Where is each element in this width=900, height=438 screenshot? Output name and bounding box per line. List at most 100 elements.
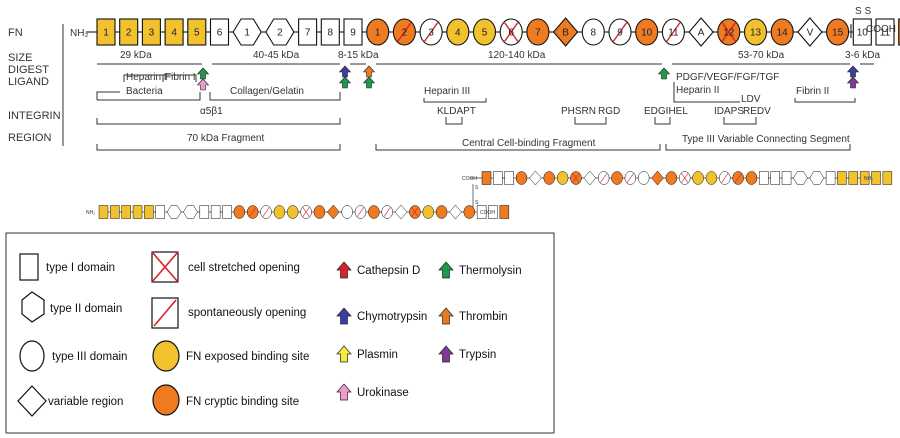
domain-label-5: 6 [217,28,223,39]
enzyme-arrow-icon [336,307,352,325]
enzyme-legend-label-6: Trypsin [459,349,496,361]
domain-label-11: 1 [375,28,381,39]
enzyme-legend-item-1: Chymotrypsin [336,307,427,325]
domain-18: B [552,17,579,47]
dimer-domain-26 [435,205,448,219]
ligand-heparin-iii: Heparin III [424,86,470,97]
domain-label-4: 5 [194,28,200,39]
domain-7: 2 [265,18,295,46]
legend-box [5,232,555,434]
domain-label-27: V [807,28,814,39]
dimer-domain-24 [409,205,421,219]
size-53-70kda: 53-70 kDa [738,50,785,61]
dimer-domain-23 [583,170,597,186]
domain-13: 3 [419,18,443,46]
domain-label-23: A [698,28,705,39]
domain-label-25: 13 [750,28,762,39]
ligand-growth-factors: PDGF/VEGF/FGF/TGF [676,72,779,83]
dimer-domain-9 [770,171,780,185]
dimer-domain-7 [793,171,808,185]
legend-variable-icon [17,385,47,417]
ligand-collagen-gelatin: Collagen/Gelatin [230,86,304,97]
legend-variable-label: variable region [48,396,123,408]
size-3-6kda: 3-6 kDa [845,50,880,61]
dimer-bottom-cooh: COOH [480,210,495,216]
dimer-domain-21 [368,205,380,219]
digest-arrow-trypsin [846,76,860,89]
domain-label-8: 7 [305,28,311,39]
dimer-domain-18 [651,170,664,186]
domain-28: 15 [826,18,850,46]
domain-label-10: 9 [350,28,356,39]
dimer-domain-4 [144,205,154,219]
enzyme-legend-label-0: Cathepsin D [357,265,420,277]
size-29kda: 29 kDa [120,50,152,61]
domain-25: 13 [743,18,768,46]
dimer-domain-25 [556,171,569,185]
enzyme-legend-label-3: Urokinase [357,387,409,399]
integrin-rgd: RGD [598,106,620,117]
digest-arrow-thermolysin-2 [338,76,352,89]
ligand-heparin-i: Heparin I [126,72,167,83]
domain-16: 6 [499,18,523,46]
domain-4: 5 [187,18,207,46]
ligand-brackets [96,74,856,103]
size-40-45kda: 40-45 kDa [253,50,300,61]
integrin-idaps: IDAPS [714,106,744,117]
ligand-heparin-ii: Heparin II [676,85,719,96]
dimer-domain-29 [476,205,487,219]
dimer-domain-14 [705,171,718,185]
legend-type-i-icon [19,253,39,281]
digest-arrow-chymotrypsin-1 [338,65,352,78]
dimer-domain-29 [504,171,514,185]
dimer-domain-5 [155,205,165,219]
dimer-domain-16 [300,205,312,219]
domain-label-2: 3 [149,28,155,39]
legend-cryptic-label: FN cryptic binding site [186,396,299,408]
dimer-domain-26 [543,171,555,185]
domain-10: 9 [343,18,363,46]
digest-arrow-thermolysin-4 [657,67,671,80]
enzyme-legend-label-2: Plasmin [357,349,398,361]
n-terminus-label: NH₂ [70,28,88,39]
dimer-domain-31 [481,171,492,185]
dimer-domain-15 [287,205,299,219]
dimer-top-chain [481,170,893,186]
domain-12: 2 [392,18,416,46]
dimer-domain-0 [98,205,109,219]
dimer-domain-19 [341,205,353,219]
dimer-domain-8 [781,171,792,185]
enzyme-legend-label-5: Thrombin [459,311,508,323]
domain-9: 8 [320,18,340,46]
digest-arrow-chymotrypsin-2 [846,65,860,78]
row-label-integrin: INTEGRIN [8,110,61,122]
dimer-bottom-chain [98,204,510,220]
dimer-domain-22 [597,171,610,185]
integrin-a5b1: α5β1 [200,106,223,117]
dimer-domain-11 [745,171,758,185]
dimer-domain-10 [759,171,769,185]
domain-17: 7 [526,18,550,46]
domain-chain: 123456127891234567B891011A121314V1510111… [96,17,900,47]
size-8-15kda: 8-15 kDa [338,50,379,61]
domain-21: 10 [635,18,659,46]
dimer-domain-0 [882,171,893,185]
enzyme-legend-item-2: Plasmin [336,345,398,363]
integrin-edgihel: EDGIHEL [644,106,688,117]
region-brackets [96,144,851,151]
domain-label-30: 11 [880,28,891,39]
dimer-domain-17 [313,205,326,219]
domain-5: 6 [209,18,230,46]
digest-arrow-urokinase [196,78,210,91]
dimer-domain-18 [326,204,340,220]
domain-label-0: 1 [103,28,109,39]
domain-14: 4 [446,18,470,46]
domain-label-28: 15 [832,28,844,39]
size-120-140kda: 120-140 kDa [488,50,546,61]
dimer-domain-8 [199,205,210,219]
domain-27: V [797,17,823,47]
dimer-domain-2 [859,171,870,185]
enzyme-legend-item-4: Thermolysin [438,261,522,279]
domain-label-19: 8 [591,28,597,39]
